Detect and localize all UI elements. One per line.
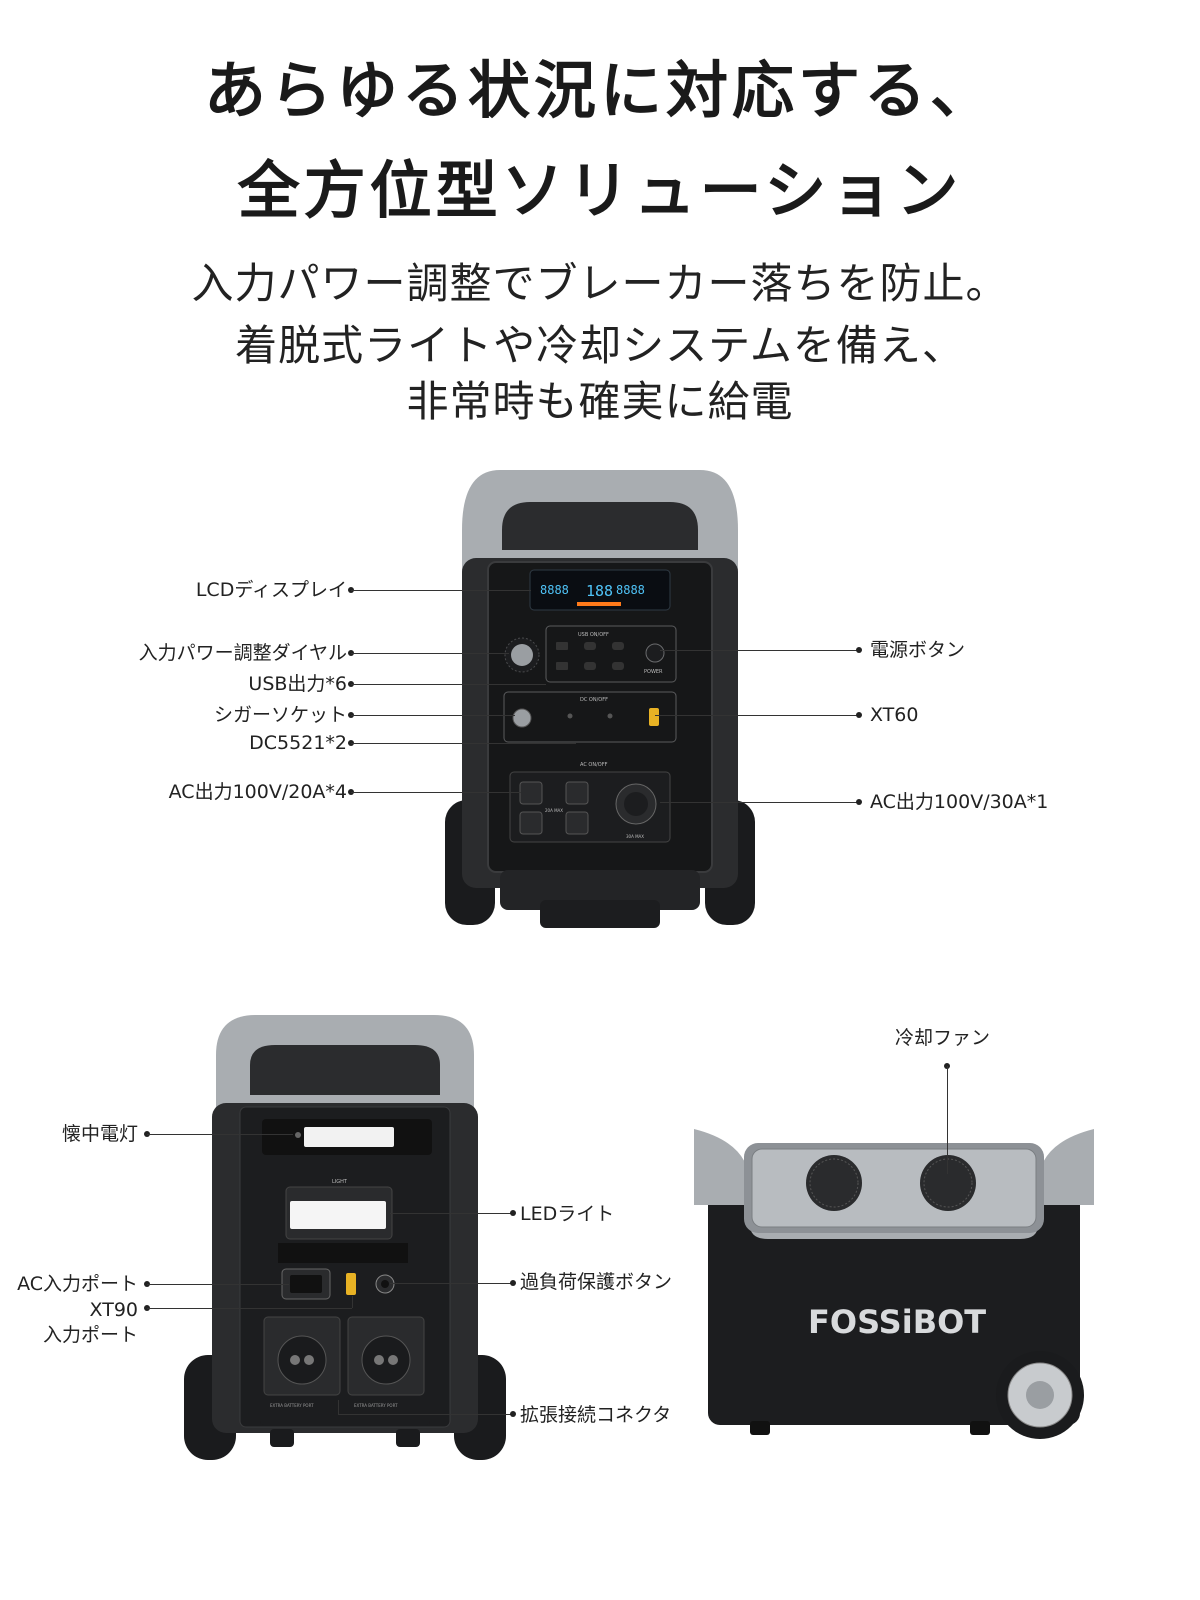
- label-power-button: 電源ボタン: [870, 639, 966, 661]
- leader-line: [947, 1066, 948, 1174]
- light-caption: LIGHT: [332, 1179, 348, 1185]
- leader-line: [390, 1283, 512, 1284]
- leader-dot: [510, 1411, 516, 1417]
- leader-line: [338, 1400, 339, 1414]
- power-caption: POWER: [644, 669, 663, 675]
- label-xt90-line2: 入力ポート: [42, 1324, 138, 1346]
- leader-line: [655, 715, 858, 716]
- label-led-light: LEDライト: [520, 1203, 615, 1225]
- ac20-caption: 20A MAX: [545, 808, 563, 813]
- leader-dot: [856, 647, 862, 653]
- label-expansion-connector: 拡張接続コネクタ: [520, 1404, 672, 1426]
- label-xt60: XT60: [870, 704, 919, 726]
- leader-line: [351, 653, 509, 654]
- headline-line-1: あらゆる状況に対応する、: [203, 54, 996, 127]
- lcd-digits-left: 8888: [540, 583, 569, 597]
- label-ac-output-20a: AC出力100V/20A*4: [168, 781, 347, 803]
- leader-line: [147, 1284, 289, 1285]
- label-overload-button: 過負荷保護ボタン: [520, 1271, 673, 1293]
- leader-line: [351, 715, 515, 716]
- leader-dot: [510, 1280, 516, 1286]
- label-input-dial: 入力パワー調整ダイヤル: [138, 642, 347, 664]
- front-view-power-station: 8888 188 8888 USB ON/OFF POWER DC ON/OFF…: [445, 470, 755, 928]
- leader-dot: [856, 799, 862, 805]
- leader-line: [351, 590, 531, 591]
- label-ac-input-port: AC入力ポート: [17, 1273, 138, 1295]
- label-ac-output-30a: AC出力100V/30A*1: [870, 791, 1049, 813]
- leader-line: [351, 792, 521, 793]
- leader-line: [338, 1414, 512, 1415]
- leader-line: [147, 1134, 293, 1135]
- side-view-power-station: FOSSiBOT: [694, 1129, 1094, 1439]
- lcd-digits-right: 8888: [616, 583, 645, 597]
- back-view-power-station: LIGHT EXTRA BATTERY PORT EXTRA BATTERY P…: [184, 1015, 506, 1460]
- label-cooling-fan: 冷却ファン: [895, 1027, 991, 1049]
- subheading-line-1: 入力パワー調整でブレーカー落ちを防止。: [191, 259, 1009, 308]
- leader-line: [660, 802, 858, 803]
- leader-dot: [856, 712, 862, 718]
- label-flashlight: 懐中電灯: [61, 1123, 138, 1145]
- dc-onoff-caption: DC ON/OFF: [580, 697, 608, 703]
- label-dc5521: DC5521*2: [249, 732, 347, 754]
- usb-onoff-caption: USB ON/OFF: [578, 632, 609, 638]
- leader-dot: [510, 1210, 516, 1216]
- brand-logo-text: FOSSiBOT: [808, 1303, 986, 1341]
- ac-onoff-caption: AC ON/OFF: [580, 762, 608, 768]
- leader-line: [351, 684, 546, 685]
- ac30-caption: 30A MAX: [626, 834, 644, 839]
- label-usb-output: USB出力*6: [248, 673, 347, 695]
- extra-port-caption-2: EXTRA BATTERY PORT: [354, 1403, 398, 1408]
- headline-line-2: 全方位型ソリューション: [237, 154, 963, 227]
- label-cigar-socket: シガーソケット: [213, 704, 347, 726]
- leader-line: [660, 650, 858, 651]
- leader-line: [390, 1213, 512, 1214]
- leader-line: [351, 743, 576, 744]
- leader-line: [352, 1296, 353, 1308]
- extra-port-caption-1: EXTRA BATTERY PORT: [270, 1403, 314, 1408]
- label-xt90-line1: XT90: [89, 1299, 138, 1321]
- subheading-line-2: 着脱式ライトや冷却システムを備え、: [235, 321, 965, 370]
- subheading-line-3: 非常時も確実に給電: [406, 377, 794, 426]
- label-lcd-display: LCDディスプレイ: [195, 579, 347, 601]
- leader-line: [147, 1308, 352, 1309]
- lcd-digits-center: 188: [586, 582, 613, 600]
